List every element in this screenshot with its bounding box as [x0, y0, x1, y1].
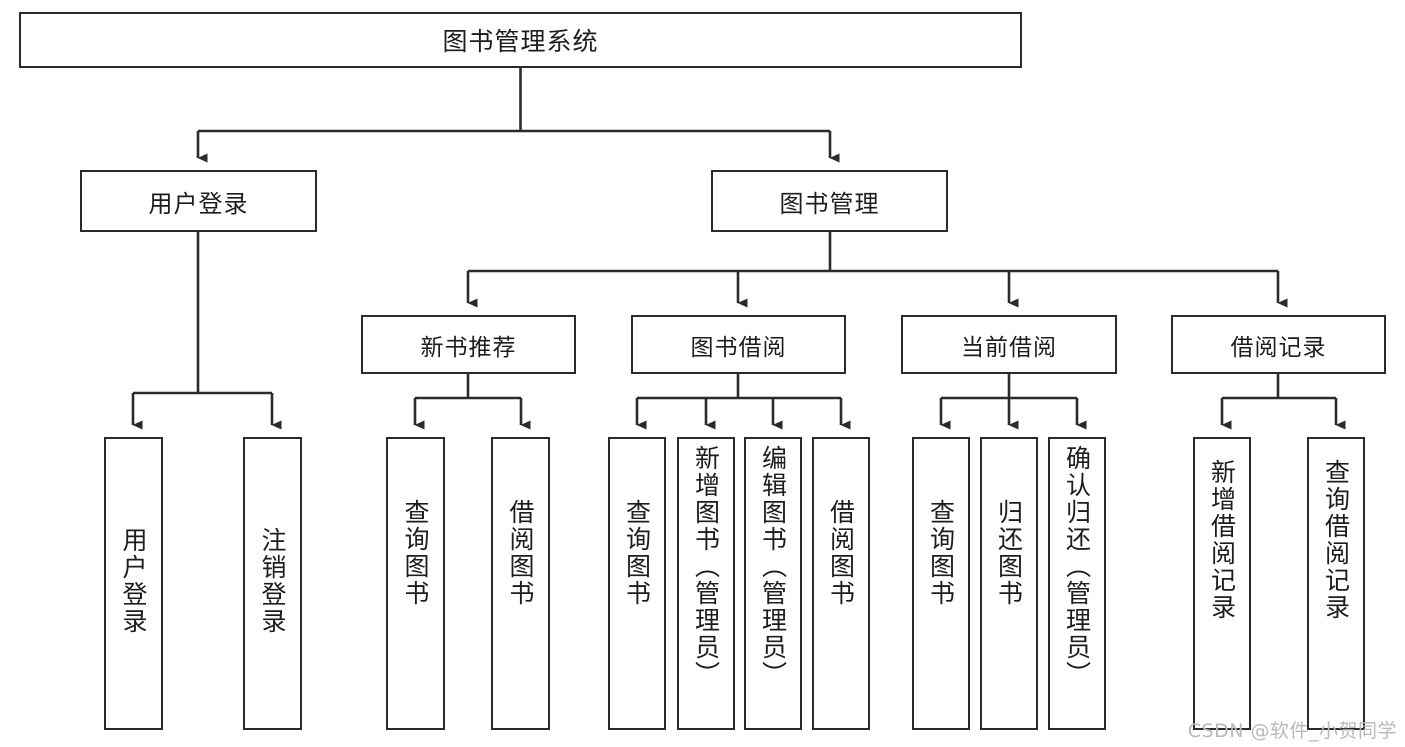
node-current-borrow[interactable]: 当前借阅: [901, 315, 1117, 374]
connector-group-book-manage: [466, 232, 1288, 308]
node-label: 当前借阅: [961, 334, 1057, 361]
node-label: 借阅记录: [1230, 334, 1327, 361]
node-label: 图书管理系统: [442, 27, 599, 56]
node-book-borrow[interactable]: 图书借阅: [631, 315, 846, 374]
connector-group-book-borrow: [635, 374, 851, 430]
leaf-label: 新增借阅记录: [1207, 459, 1237, 621]
watermark-text: CSDN @软件_小贺同学: [1187, 720, 1397, 742]
leaf-label: 编辑图书（管理员）: [758, 445, 788, 688]
leaf-label: 归还图书: [994, 499, 1024, 607]
node-book-management[interactable]: 图书管理: [711, 170, 948, 232]
leaf-label: 注销登录: [258, 527, 287, 635]
leaf-label: 查询借阅记录: [1321, 459, 1351, 621]
leaf-edit-book-admin[interactable]: 编辑图书（管理员）: [744, 437, 802, 730]
leaf-label: 确认归还（管理员）: [1062, 445, 1092, 688]
connector-group-root: [196, 68, 840, 163]
node-label: 图书管理: [779, 189, 880, 218]
connector-group-new-book: [413, 374, 531, 430]
leaf-label: 查询图书: [622, 499, 652, 607]
leaf-query-book-borrow[interactable]: 查询图书: [608, 437, 666, 730]
leaf-label: 借阅图书: [826, 499, 856, 607]
leaf-borrow-book-recommend[interactable]: 借阅图书: [491, 437, 550, 730]
node-label: 新书推荐: [420, 334, 517, 361]
leaf-confirm-return-admin[interactable]: 确认归还（管理员）: [1048, 437, 1106, 730]
leaf-add-book-admin[interactable]: 新增图书（管理员）: [677, 437, 735, 730]
leaf-borrow-book[interactable]: 借阅图书: [812, 437, 870, 730]
leaf-logout[interactable]: 注销登录: [243, 437, 302, 730]
connector-group-user-login: [131, 232, 282, 430]
leaf-user-login[interactable]: 用户登录: [104, 437, 163, 730]
leaf-query-borrow-record[interactable]: 查询借阅记录: [1307, 437, 1365, 730]
leaf-query-book-recommend[interactable]: 查询图书: [386, 437, 445, 730]
leaf-label: 借阅图书: [506, 499, 535, 607]
leaf-label: 用户登录: [119, 527, 148, 635]
leaf-label: 新增图书（管理员）: [691, 445, 721, 688]
connector-group-current-borrow: [939, 374, 1087, 430]
leaf-query-book-current[interactable]: 查询图书: [912, 437, 970, 730]
leaf-return-book[interactable]: 归还图书: [980, 437, 1038, 730]
connector-group-borrow-record: [1220, 374, 1346, 430]
node-label: 图书借阅: [690, 334, 787, 361]
node-new-book-recommend[interactable]: 新书推荐: [361, 315, 576, 374]
node-label: 用户登录: [148, 189, 249, 218]
leaf-add-borrow-record[interactable]: 新增借阅记录: [1193, 437, 1251, 730]
node-user-login[interactable]: 用户登录: [80, 170, 317, 232]
leaf-label: 查询图书: [926, 499, 956, 607]
node-root-book-management-system[interactable]: 图书管理系统: [19, 12, 1022, 68]
leaf-label: 查询图书: [401, 499, 430, 607]
node-borrow-record[interactable]: 借阅记录: [1171, 315, 1386, 374]
